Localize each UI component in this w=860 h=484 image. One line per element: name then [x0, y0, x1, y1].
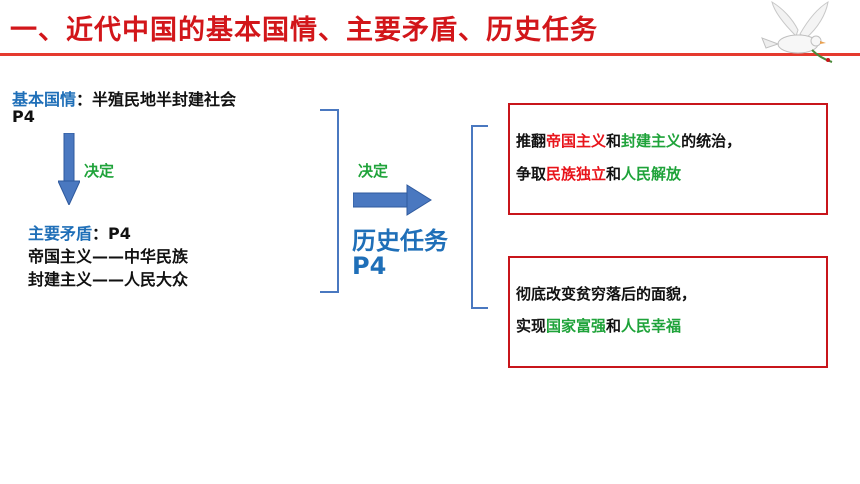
box1-text-g: 民族独立 [546, 165, 607, 183]
contradiction-label: 主要矛盾 [28, 224, 93, 243]
box1-text-a: 推翻 [516, 132, 547, 150]
right-bracket [320, 109, 339, 293]
task-box-2-line-1: 彻底改变贫穷落后的面貌， [516, 285, 697, 303]
task-box-2-line-2: 实现国家富强和人民幸福 [516, 315, 681, 336]
box2-text-c: 和 [606, 317, 622, 335]
basic-condition-line: 基本国情：半殖民地半封建社会 [12, 86, 236, 110]
contradiction-line-1: 帝国主义——中华民族 [28, 247, 189, 266]
box1-text-c: 和 [606, 132, 622, 150]
basic-condition-label: 基本国情 [12, 90, 77, 109]
decide-mid-label: 决定 [358, 162, 389, 180]
task-box-2 [508, 256, 828, 368]
contradiction-page: P4 [108, 224, 131, 243]
right-arrow-icon [353, 184, 432, 216]
task-box-1 [508, 103, 828, 215]
contradiction-heading: 主要矛盾：P4 [28, 220, 131, 244]
decide-left-label: 决定 [84, 162, 115, 180]
dove-icon [761, 0, 833, 63]
box1-text-f: 争取 [516, 165, 547, 183]
box1-text-b: 帝国主义 [546, 132, 607, 150]
contradiction-colon: ： [92, 224, 109, 243]
box2-text-a: 实现 [516, 317, 547, 335]
basic-condition-page: P4 [12, 107, 35, 126]
box1-text-e: 的统治， [681, 132, 742, 150]
left-bracket [471, 125, 488, 309]
task-box-1-line-1: 推翻帝国主义和封建主义的统治， [516, 130, 741, 151]
title-underline [0, 53, 860, 56]
box1-text-h: 和 [606, 165, 622, 183]
slide-title: 一、近代中国的基本国情、主要矛盾、历史任务 [10, 15, 598, 46]
historical-task-page: P4 [352, 252, 387, 280]
task-box-1-line-2: 争取民族独立和人民解放 [516, 163, 681, 184]
contradiction-line-2: 封建主义——人民大众 [28, 270, 189, 289]
box2-text-b: 国家富强 [546, 317, 607, 335]
box2-text-d: 人民幸福 [621, 317, 682, 335]
historical-task-label: 历史任务 [352, 227, 448, 255]
basic-condition-value: 半殖民地半封建社会 [92, 90, 237, 109]
box1-text-i: 人民解放 [621, 165, 682, 183]
down-arrow-icon [58, 133, 80, 205]
basic-condition-colon: ： [76, 90, 93, 109]
box1-text-d: 封建主义 [621, 132, 682, 150]
